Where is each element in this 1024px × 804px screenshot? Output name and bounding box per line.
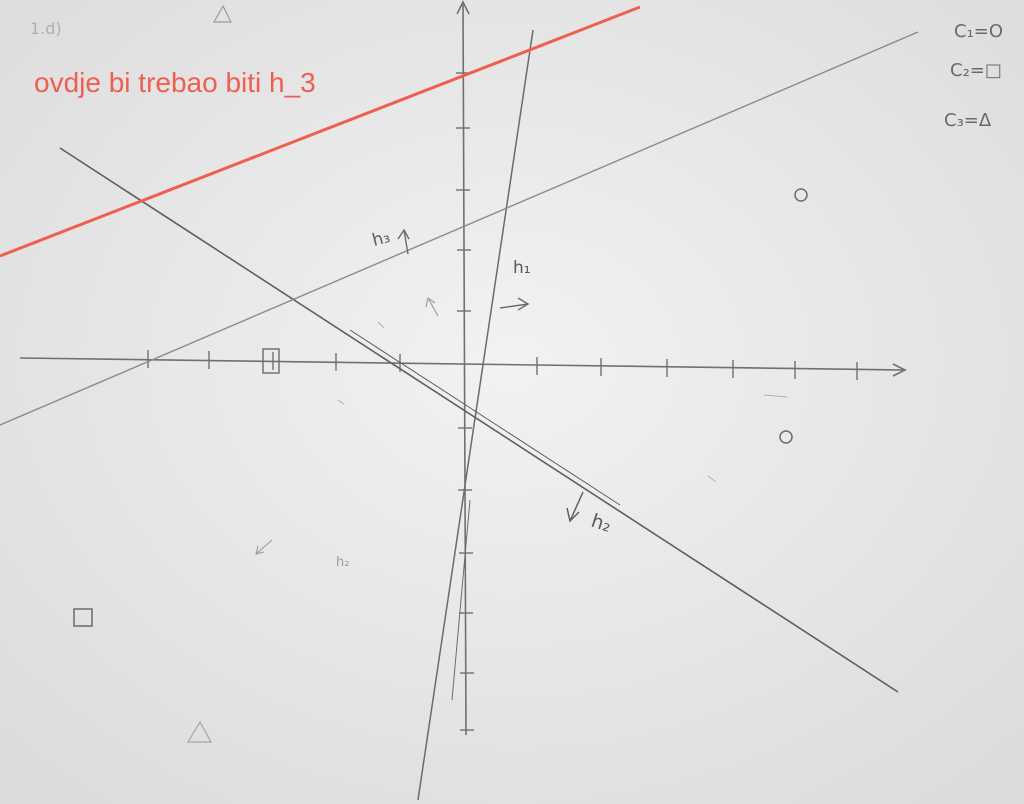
h1-normal-arrow — [499, 297, 530, 311]
x-axis-arrowhead — [892, 363, 907, 377]
h2-normal-arrow — [566, 491, 584, 523]
corner-label: 1.d) — [30, 19, 62, 38]
faint-arrow-upper — [425, 297, 439, 317]
class-legend: C₁=O C₂=□ C₃=Δ — [944, 21, 1003, 131]
legend-c1: C₁=O — [954, 21, 1003, 42]
point-c2 — [262, 348, 280, 374]
y-axis-arrowhead — [456, 0, 470, 15]
legend-c2: C₂=□ — [950, 60, 1002, 81]
point-c1 — [794, 188, 808, 202]
label-h1: h₁ — [513, 258, 531, 278]
point-c3 — [186, 720, 213, 743]
faint-arrow-lower — [255, 539, 273, 555]
annotation-text: ovdje bi trebao biti h_3 — [34, 67, 316, 98]
red-annotation-line — [0, 5, 641, 258]
x-axis-ticks — [147, 350, 858, 380]
legend-c3: C₃=Δ — [944, 110, 992, 131]
point-c2 — [73, 608, 93, 627]
label-h3: h₃ — [370, 227, 392, 251]
line-h3 — [0, 31, 919, 426]
label-h2-faint: h₂ — [336, 555, 349, 570]
line-h1 — [417, 29, 534, 801]
h3-normal-arrow — [397, 228, 410, 255]
line-h2 — [59, 147, 899, 693]
stray-marks — [337, 321, 788, 483]
point-c3 — [212, 4, 232, 23]
x-axis — [19, 357, 907, 377]
point-c1 — [779, 430, 793, 444]
